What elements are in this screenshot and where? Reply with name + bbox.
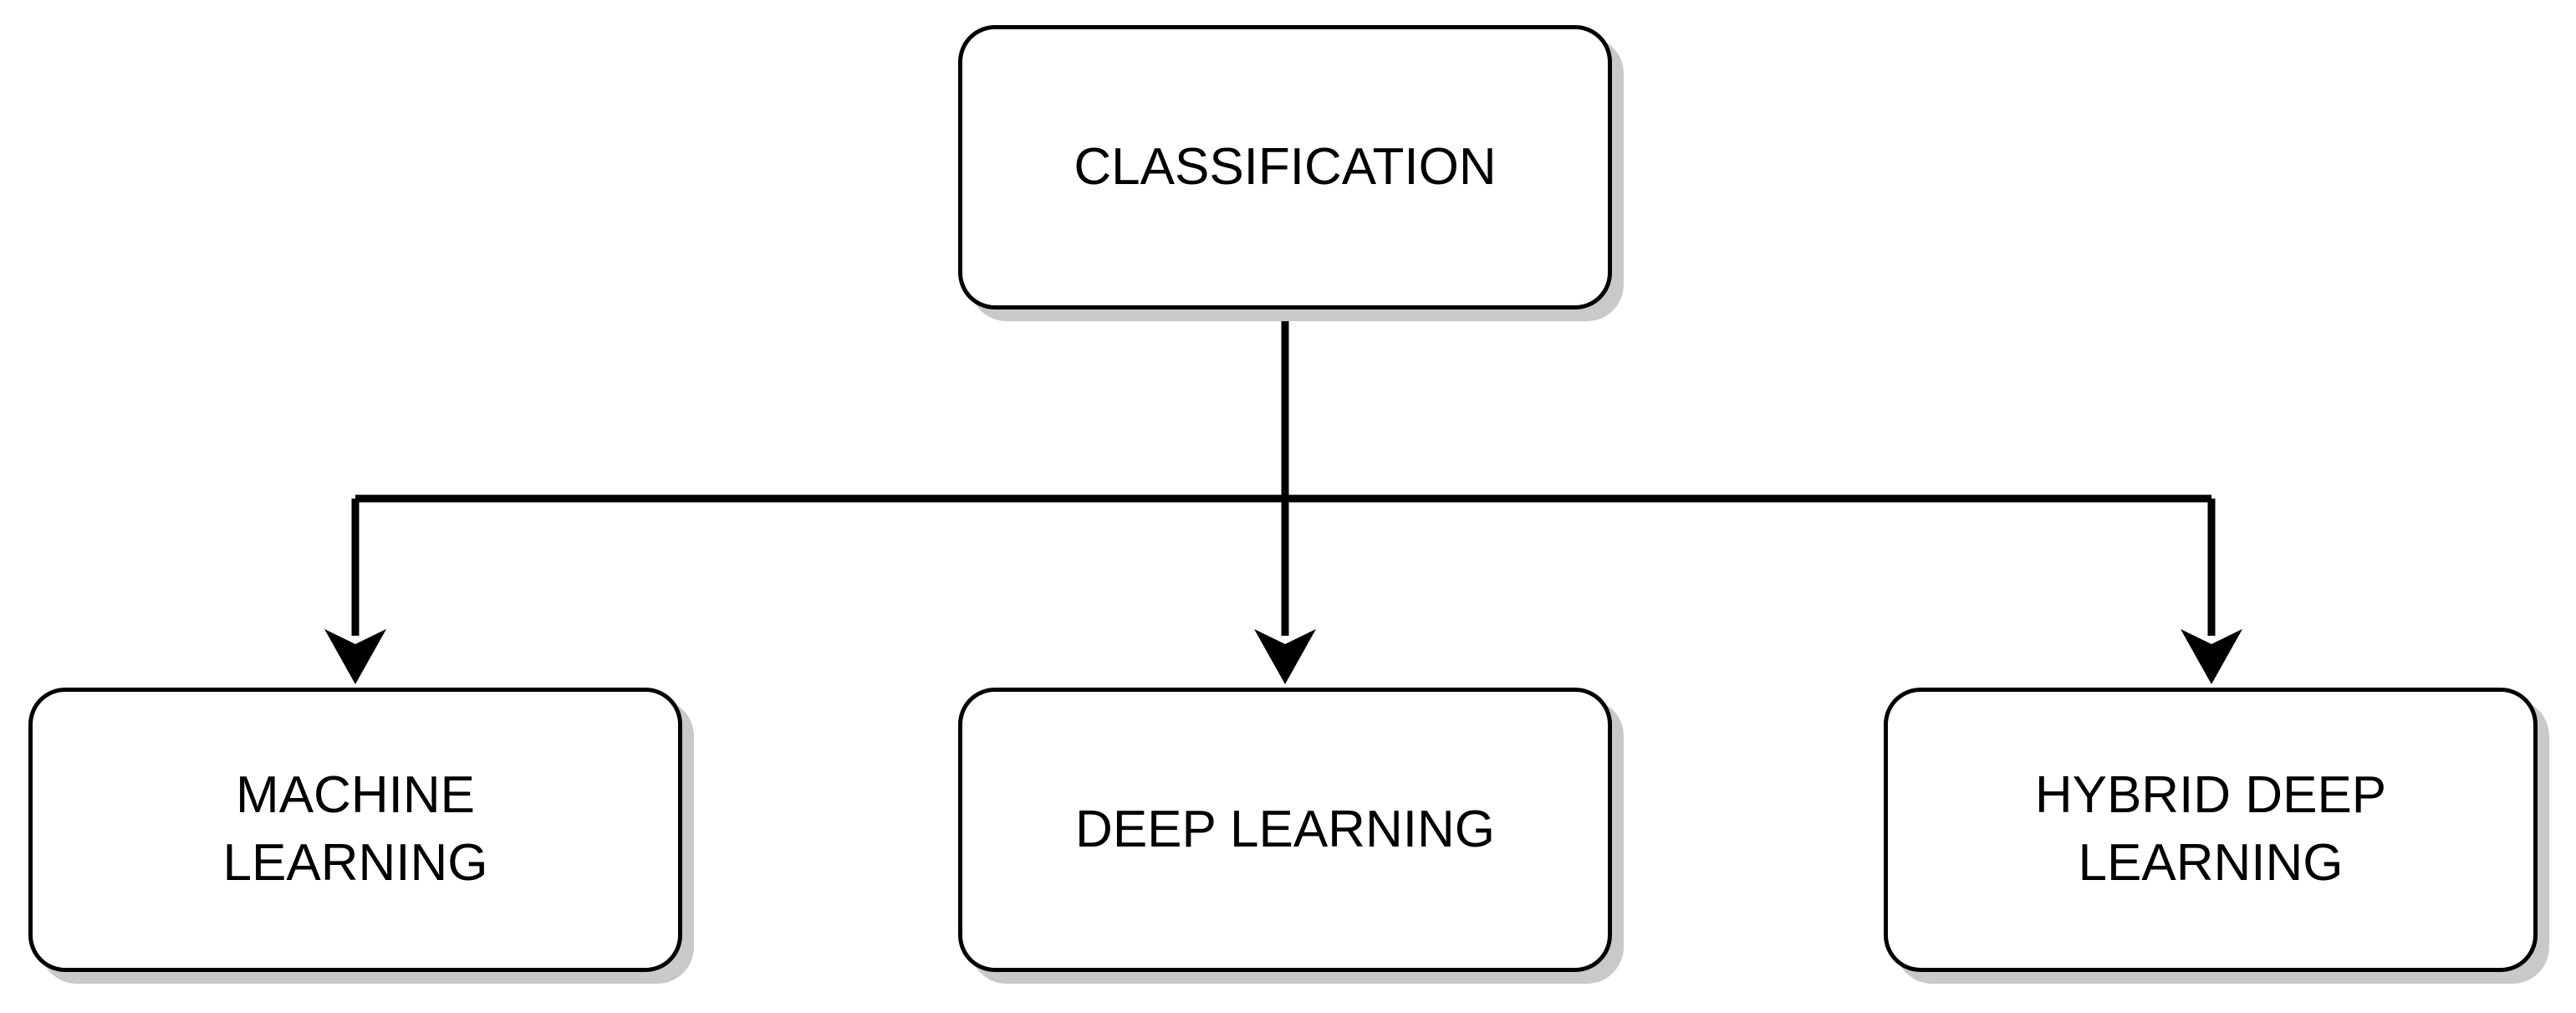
arrowhead-deep-learning [1254, 629, 1316, 684]
arrowhead-machine-learning [324, 629, 386, 684]
node-machine-learning: MACHINE LEARNING [28, 688, 682, 972]
arrowhead-hybrid-deep-learning [2181, 629, 2242, 684]
node-hybrid-deep-learning-label: HYBRID DEEP LEARNING [2034, 766, 2387, 892]
node-classification: CLASSIFICATION [958, 25, 1612, 310]
node-classification-label: CLASSIFICATION [1074, 137, 1497, 196]
node-machine-learning-label: MACHINE LEARNING [222, 766, 488, 892]
node-deep-learning: DEEP LEARNING [958, 688, 1612, 972]
node-deep-learning-label: DEEP LEARNING [1075, 800, 1495, 858]
node-hybrid-deep-learning: HYBRID DEEP LEARNING [1884, 688, 2538, 972]
